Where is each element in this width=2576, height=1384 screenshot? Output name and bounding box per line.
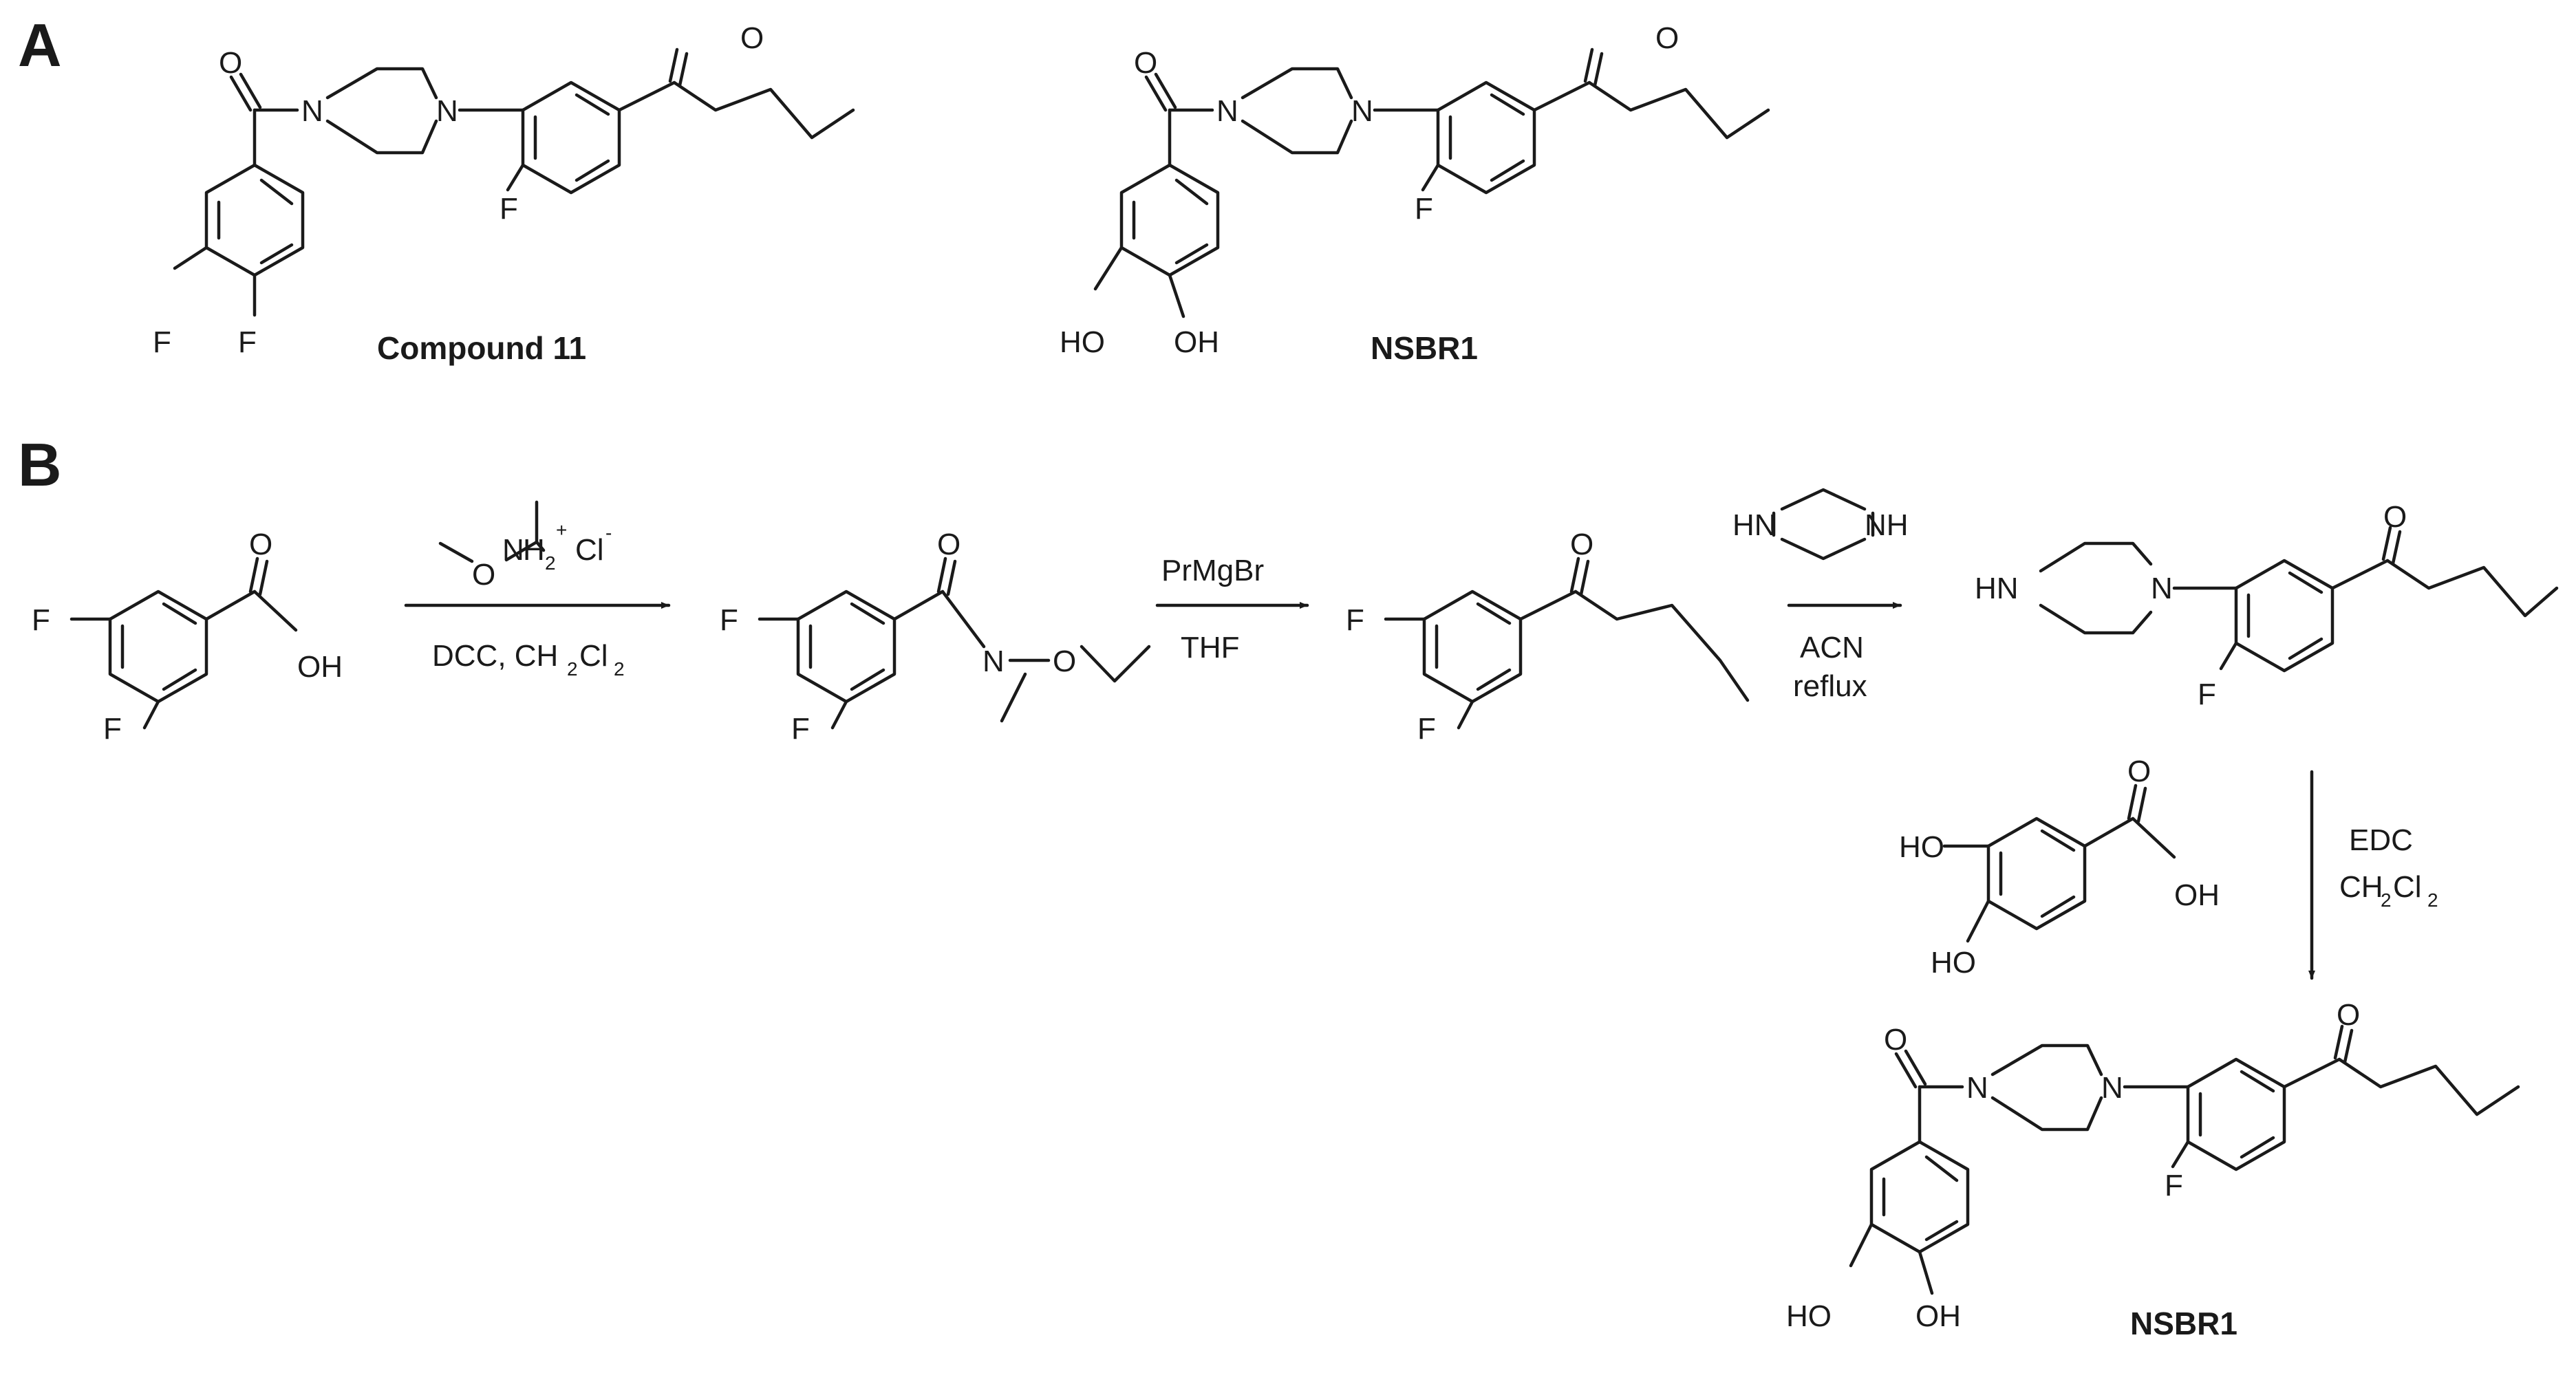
atom-label: N (502, 533, 524, 567)
atom-label: OH (1915, 1299, 1961, 1333)
atom-label: OH (1174, 325, 1219, 359)
atom-label: HO (1931, 946, 1976, 980)
weinreb-amine-structure (438, 500, 546, 563)
atom-label: Cl (575, 533, 604, 567)
step2-reagent-above: PrMgBr (1161, 554, 1264, 587)
atom-label: O (1570, 528, 1593, 561)
weinreb-amide-structure (758, 556, 1151, 730)
atom-label: N (1351, 94, 1373, 128)
atom-label: F (500, 192, 518, 226)
step1-reagent-sub: 2 (614, 658, 625, 680)
compound-11-structure (173, 47, 855, 317)
atom-label: F (1415, 192, 1433, 226)
step1-reagent-cl: Cl (579, 639, 608, 673)
atom-label: O (219, 46, 242, 80)
atom-label: HO (1786, 1299, 1832, 1333)
atom-subscript: 2 (545, 552, 556, 574)
atom-label: O (1053, 645, 1076, 678)
atom-label: O (1655, 21, 1679, 55)
atom-label: O (2127, 755, 2151, 788)
panel-label-b: B (18, 431, 62, 499)
atom-label: N (301, 94, 323, 128)
atom-label: H (523, 533, 545, 567)
nsbr1-name-b: NSBR1 (2130, 1306, 2237, 1341)
step4-reagent-cl: Cl (2393, 870, 2422, 904)
atom-label: N (1216, 94, 1238, 128)
atom-label: F (103, 712, 122, 746)
nsbr1-name-a: NSBR1 (1371, 330, 1478, 366)
panel-label-a: A (18, 11, 62, 79)
piperazine-structure (1772, 488, 1875, 561)
atom-label: O (937, 528, 960, 561)
piperazinyl-ketone-structure (2039, 526, 2559, 673)
step3-reagent-line2: reflux (1793, 669, 1867, 703)
atom-label: F (153, 325, 171, 359)
atom-label: N (2101, 1071, 2123, 1105)
atom-label: O (2337, 998, 2360, 1032)
step1-reagent-text: DCC, CH (432, 639, 558, 673)
atom-label: HN (1975, 572, 2019, 605)
atom-label: F (238, 325, 257, 359)
atom-label: O (2383, 500, 2407, 534)
atom-label: N (983, 645, 1005, 678)
nsbr1-structure-a (1093, 47, 1770, 318)
atom-label: HO (1899, 830, 1944, 864)
step4-reagent-line1: EDC (2349, 823, 2413, 857)
atom-label: F (791, 712, 810, 746)
step4-reagent-sub: 2 (2381, 889, 2392, 911)
atom-label: F (1417, 712, 1436, 746)
atom-label: F (1346, 603, 1364, 637)
atom-label: OH (2174, 878, 2220, 912)
nsbr1-structure-b (1849, 1024, 2520, 1295)
atom-label: HO (1060, 325, 1105, 359)
atom-label: F (32, 603, 50, 637)
atom-label: O (740, 21, 764, 55)
atom-label: O (249, 528, 272, 561)
difluoro-butanone-structure (1384, 556, 1750, 730)
atom-label: HN (1732, 508, 1777, 542)
step2-reagent-below: THF (1181, 631, 1240, 664)
step1-reagent-sub: 2 (567, 658, 578, 680)
step4-reagent-sub: 2 (2427, 889, 2438, 911)
compound-11-name: Compound 11 (377, 330, 586, 366)
atom-label: F (720, 603, 738, 637)
atom-label: F (2198, 678, 2216, 711)
atom-label: N (1966, 1071, 1988, 1105)
atom-label: O (1884, 1023, 1907, 1057)
difluorobenzoic-acid-structure (69, 556, 298, 730)
dihydroxybenzoic-acid-structure (1942, 783, 2176, 943)
atom-label: O (472, 558, 495, 592)
atom-label: NH (1865, 508, 1909, 542)
step3-reagent-line1: ACN (1800, 631, 1864, 664)
atom-label: O (1134, 46, 1157, 80)
charge-minus: - (605, 522, 612, 543)
atom-label: N (436, 94, 458, 128)
atom-label: F (2165, 1169, 2183, 1202)
charge-plus: + (556, 519, 567, 541)
step4-reagent-line2: CH (2339, 870, 2383, 904)
atom-label: N (2151, 572, 2173, 605)
atom-label: OH (297, 650, 343, 684)
